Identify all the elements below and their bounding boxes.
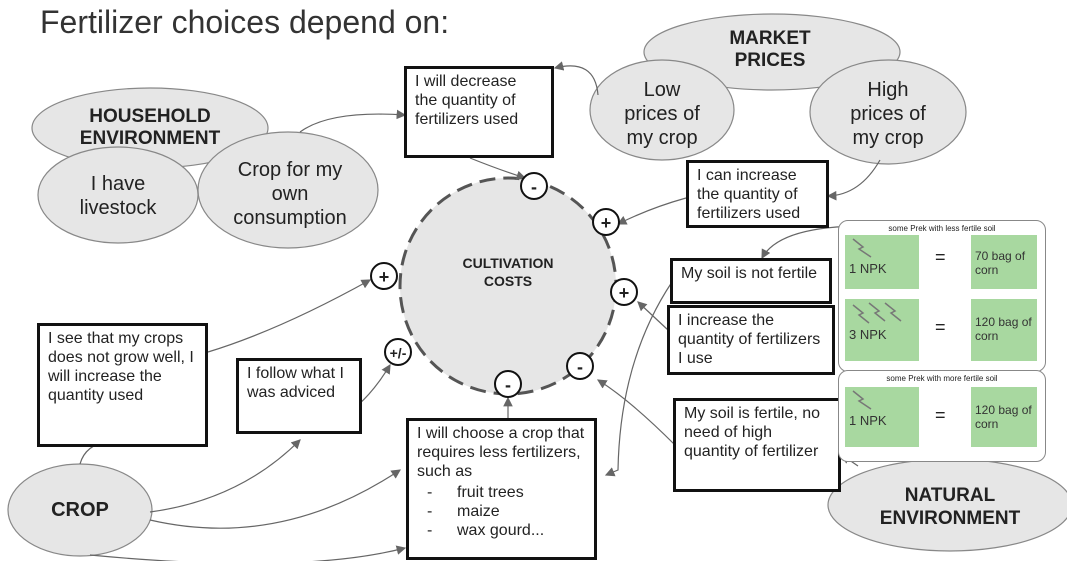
soil-not-fertile-box: My soil is not fertile	[670, 258, 832, 304]
low-prices-text: Low prices of my crop	[624, 79, 700, 149]
follow-advice-box: I follow what I was adviced	[236, 358, 362, 434]
equals-sign: =	[935, 317, 946, 337]
plus-sign-left: +	[370, 262, 398, 290]
result-cell: 70 bag of corn	[971, 235, 1037, 289]
high-prices-text: High prices of my crop	[850, 79, 926, 149]
arrow-see-to-plus	[207, 279, 372, 353]
choose-crop-text: I will choose a crop that requires less …	[417, 425, 585, 480]
npk-cell: 3 NPK	[845, 299, 919, 361]
low-prices-ellipse	[589, 59, 735, 161]
market-label: MARKET PRICES	[729, 28, 811, 71]
list-item: maize	[427, 502, 586, 521]
arrow-crop-to-choose	[149, 469, 401, 529]
arrow-consumption-to-decrease	[299, 109, 407, 133]
increase-can-box: I can increase the quantity of fertilize…	[686, 160, 829, 228]
equals-sign: =	[935, 247, 946, 267]
plus-sign-top-right: +	[592, 208, 620, 236]
connectors	[79, 61, 907, 561]
choose-crop-box: I will choose a crop that requires less …	[406, 418, 597, 560]
minus-sign-top: -	[520, 172, 548, 200]
natural-label: NATURAL ENVIRONMENT	[879, 485, 1021, 529]
plus-sign-right: +	[610, 278, 638, 306]
panel-more-fertile: some Prek with more fertile soil 1 NPK =…	[838, 370, 1046, 462]
lightning-icon	[852, 390, 872, 410]
arrow-decrease-to-minus	[469, 157, 527, 181]
list-item: wax gourd...	[427, 521, 586, 540]
cultivation-costs-label: CULTIVATION COSTS	[462, 255, 554, 289]
minus-sign-bottom-right: -	[566, 352, 594, 380]
panel-less-fertile: some Prek with less fertile soil 1 NPK =…	[838, 220, 1046, 372]
livestock-text: I have livestock	[79, 173, 157, 219]
arrow-increase-to-plus	[616, 197, 687, 225]
lightning-icon	[852, 302, 902, 324]
equals-sign: =	[935, 405, 946, 425]
arrow-low-prices-to-decrease	[553, 61, 599, 96]
arrow-fertile-to-minus	[596, 379, 676, 446]
npk-cell: 1 NPK	[845, 235, 919, 289]
plus-minus-sign: +/-	[384, 338, 412, 366]
arrow-high-to-increase	[826, 159, 881, 201]
arrow-soilnot-to-choose	[604, 281, 673, 477]
arrow-crop-to-choose-bottom	[89, 545, 407, 561]
consumption-text: Crop for my own consumption	[233, 159, 347, 229]
see-crops-box: I see that my crops does not grow well, …	[37, 323, 208, 447]
npk-cell: 1 NPK	[845, 387, 919, 447]
result-cell: 120 bag of corn	[971, 387, 1037, 447]
increase-use-box: I increase the quantity of fertilizers I…	[667, 305, 835, 375]
page-title: Fertilizer choices depend on:	[40, 4, 450, 40]
crop-label: CROP	[51, 499, 109, 521]
arrow-follow-to-plusminus	[357, 363, 391, 406]
high-prices-ellipse	[809, 59, 967, 165]
list-item: fruit trees	[427, 483, 586, 502]
panel-less-title: some Prek with less fertile soil	[888, 224, 996, 233]
result-cell: 120 bag of corn	[971, 299, 1037, 361]
soil-fertile-box: My soil is fertile, no need of high quan…	[673, 398, 841, 492]
panel-more-title: some Prek with more fertile soil	[886, 374, 998, 383]
household-label: HOUSEHOLD ENVIRONMENT	[79, 106, 221, 149]
consumption-ellipse	[197, 131, 379, 249]
crop-examples-list: fruit trees maize wax gourd...	[427, 483, 586, 540]
decrease-box: I will decrease the quantity of fertiliz…	[404, 66, 554, 158]
lightning-icon	[852, 238, 872, 258]
minus-sign-bottom: -	[494, 370, 522, 398]
arrow-crop-to-follow	[149, 439, 301, 513]
